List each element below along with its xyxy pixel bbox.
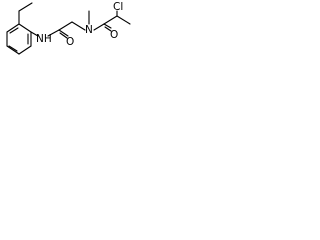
chemical-structure-diagram: Cl NH O N O [6, 1, 131, 55]
ethyl-bond-terminal [18, 2, 33, 12]
acyl-co-bond [103, 23, 112, 29]
structure-canvas: Cl NH O N O [0, 0, 151, 90]
atom-label-nh: NH [36, 33, 52, 45]
ch2-to-n-bond [71, 21, 86, 31]
n-to-acyl-bond [93, 23, 105, 31]
carbonyl-to-ch2-bond [58, 21, 73, 31]
ring-double-bond-3 [9, 27, 19, 34]
ring-bond-4 [6, 45, 20, 55]
ring-to-nh-bond [30, 31, 39, 37]
nh-to-carbonyl-bond [47, 29, 60, 37]
ring-bond-6 [6, 23, 20, 33]
atom-label-chlorine: Cl [113, 1, 123, 13]
ring-bond-1 [18, 23, 32, 33]
acyl-co-double-bond [104, 26, 112, 32]
atom-label-amide-oxygen: O [66, 36, 74, 48]
acyl-to-ch-bond [103, 15, 118, 25]
ring-bond-3 [18, 45, 32, 55]
ch-methyl-bond [116, 15, 131, 25]
amide-co-bond [58, 29, 69, 37]
ring-double-bond-2 [8, 45, 18, 52]
amide-co-double-bond [59, 32, 68, 39]
atom-label-methyl-nitrogen: N [85, 24, 93, 36]
atom-label-acyl-oxygen: O [110, 29, 118, 41]
